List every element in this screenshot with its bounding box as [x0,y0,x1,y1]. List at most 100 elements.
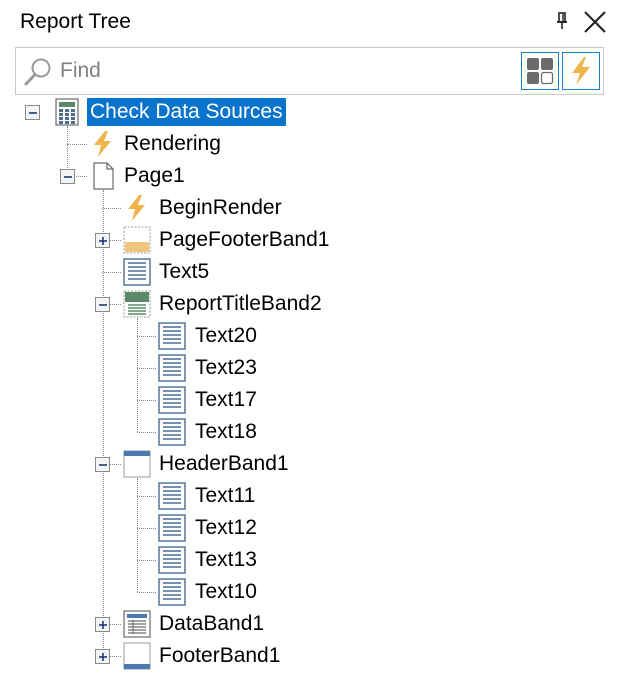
tree-connector [67,144,87,145]
tree-connector [103,190,104,656]
tree-node[interactable]: Check Data Sources [0,98,620,130]
lightning-icon [89,130,117,158]
tree-connector [137,336,156,337]
tree-node[interactable]: Text10 [0,578,620,610]
grid-view-button[interactable] [521,52,559,90]
tree-connector [137,318,138,432]
tree-node[interactable]: ReportTitleBand2 [0,290,620,322]
tree-connector [137,560,156,561]
tree-connector [137,496,156,497]
tree-node-label[interactable]: BeginRender [159,196,282,219]
panel-header: Report Tree [0,0,620,44]
expand-toggle[interactable] [95,617,110,632]
tree-node-label[interactable]: Check Data Sources [87,98,286,126]
tree-node-label[interactable]: Text12 [195,516,257,539]
tree-node-label[interactable]: Text10 [195,580,257,603]
tree-node-label[interactable]: Page1 [124,164,185,187]
page-icon [89,162,117,190]
header-band-icon [123,450,151,478]
search-bar [15,47,604,95]
page-footer-band-icon [123,226,151,254]
report-title-band-icon [123,290,151,318]
tree-node[interactable]: DataBand1 [0,610,620,642]
tree-connector [137,432,156,433]
text-icon [123,258,151,286]
tree-node[interactable]: Text12 [0,514,620,546]
search-icon [23,57,53,87]
expand-toggle[interactable] [95,649,110,664]
tree-connector [102,272,121,273]
collapse-toggle[interactable] [95,457,110,472]
tree-node-label[interactable]: HeaderBand1 [159,452,289,475]
tree-node[interactable]: Rendering [0,130,620,162]
tree-node-label[interactable]: Text5 [159,260,210,283]
search-input[interactable] [60,56,510,86]
tree-connector [137,478,138,592]
tree-node-label[interactable]: Text13 [195,548,257,571]
report-calculator-icon [53,98,81,126]
minus-icon [99,464,107,466]
tree-node[interactable]: Text18 [0,418,620,450]
text-icon [158,322,186,350]
minus-icon [64,176,72,178]
tree-node[interactable]: BeginRender [0,194,620,226]
text-icon [158,514,186,542]
tree-node[interactable]: Text13 [0,546,620,578]
lightning-icon [123,194,151,222]
minus-icon [99,304,107,306]
events-lightning-icon [572,57,590,85]
tree-node[interactable]: Text23 [0,354,620,386]
footer-band-icon [123,642,151,670]
tree-node[interactable]: Text5 [0,258,620,290]
tree-node[interactable]: FooterBand1 [0,642,620,674]
tree-node[interactable]: PageFooterBand1 [0,226,620,258]
tree-connector [102,624,121,625]
tree-connector [137,368,156,369]
tree-node[interactable]: HeaderBand1 [0,450,620,482]
tree-connector [137,400,156,401]
plus-icon [99,237,107,245]
tree-node[interactable]: Text20 [0,322,620,354]
expand-toggle[interactable] [95,233,110,248]
tree-connector [137,592,156,593]
tree-node-label[interactable]: Text17 [195,388,257,411]
events-button[interactable] [562,52,600,90]
tree-node-label[interactable]: FooterBand1 [159,644,281,667]
text-icon [158,386,186,414]
tree-connector [67,176,87,177]
data-band-icon [123,610,151,638]
tree-connector [102,464,121,465]
tree-connector [137,528,156,529]
tree-node-label[interactable]: Rendering [124,132,221,155]
collapse-toggle[interactable] [95,297,110,312]
tree-connector [102,304,121,305]
tree-node-label[interactable]: PageFooterBand1 [159,228,330,251]
panel-title: Report Tree [20,10,131,33]
close-icon[interactable] [582,9,608,35]
plus-icon [99,621,107,629]
text-icon [158,418,186,446]
tree-node-label[interactable]: Text18 [195,420,257,443]
tree-node-label[interactable]: Text20 [195,324,257,347]
tree-node-label[interactable]: Text23 [195,356,257,379]
plus-icon [99,653,107,661]
tree-node[interactable]: Text17 [0,386,620,418]
text-icon [158,578,186,606]
tree-connector [102,656,121,657]
minus-icon [29,112,37,114]
tree-node-label[interactable]: ReportTitleBand2 [159,292,322,315]
text-icon [158,354,186,382]
tree-node-label[interactable]: Text11 [195,484,256,507]
text-icon [158,482,186,510]
text-icon [158,546,186,574]
grid-view-icon [527,58,554,85]
tree-connector [102,240,121,241]
collapse-toggle[interactable] [60,169,75,184]
pin-icon[interactable] [554,11,570,31]
tree-node[interactable]: Page1 [0,162,620,194]
tree-node[interactable]: Text11 [0,482,620,514]
tree-node-label[interactable]: DataBand1 [159,612,265,635]
tree-connector [67,126,68,176]
collapse-toggle[interactable] [25,105,40,120]
